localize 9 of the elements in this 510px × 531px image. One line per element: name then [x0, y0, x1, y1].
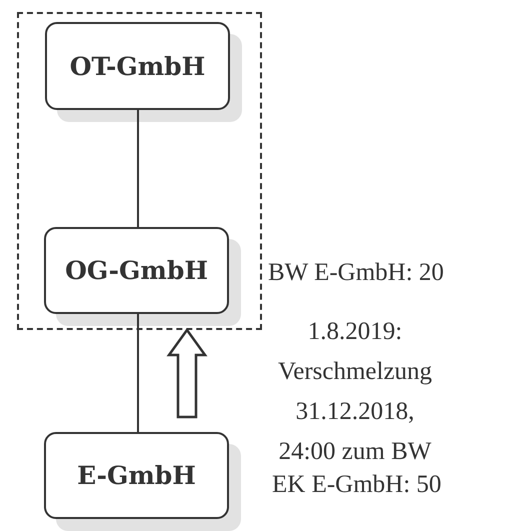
company-name: OG-GmbH — [65, 256, 208, 285]
connector-line — [137, 314, 139, 432]
annotation-text: EK E-GmbH: 50 — [272, 470, 442, 500]
company-name: E-GmbH — [77, 461, 196, 490]
annotation-text: 1.8.2019: Verschmelzung 31.12.2018, 24:00 zum BW — [276, 317, 434, 467]
annotation-text: BW E-GmbH: 20 — [268, 258, 445, 288]
company-name: OT-GmbH — [70, 52, 206, 80]
dashed-group-box — [17, 12, 262, 330]
connector-line — [137, 110, 139, 227]
